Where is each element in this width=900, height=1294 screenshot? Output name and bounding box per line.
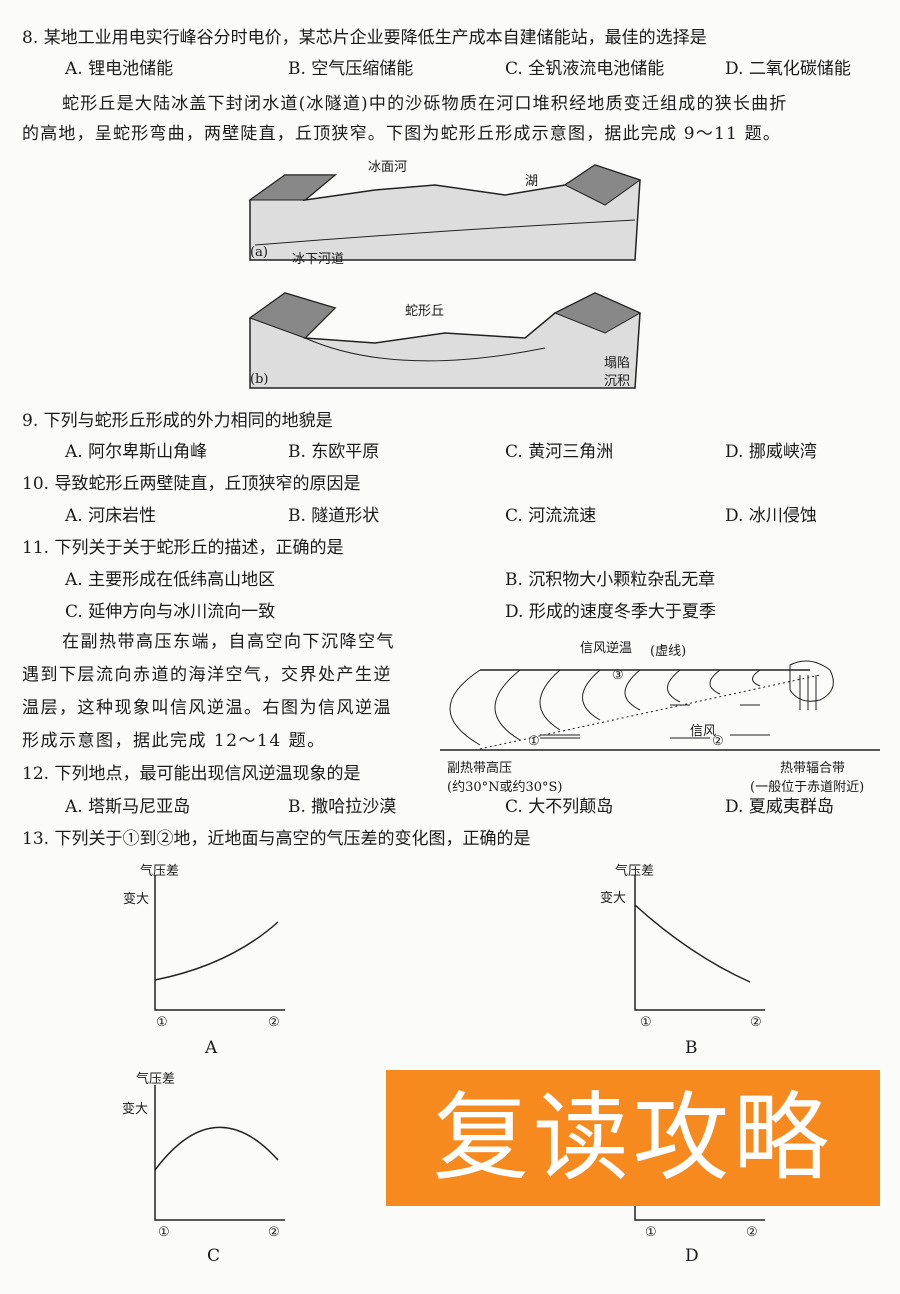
q9-stem: 9. 下列与蛇形丘形成的外力相同的地貌是: [22, 411, 333, 431]
graph-d-x2: ②: [746, 1225, 758, 1240]
passage2-line1: 在副热带高压东端，自高空向下沉降空气: [62, 632, 395, 652]
graph-b-label: B: [685, 1038, 698, 1058]
graph-d-label: D: [685, 1246, 699, 1266]
q11-option-a: A. 主要形成在低纬高山地区: [65, 570, 276, 590]
q11-stem: 11. 下列关于关于蛇形丘的描述，正确的是: [22, 538, 344, 558]
q11-option-b: B. 沉积物大小颗粒杂乱无章: [505, 570, 716, 590]
label-latitude: (约30°N或约30°S): [447, 780, 563, 795]
label-esker: 蛇形丘: [405, 304, 445, 319]
graph-c-tick: 变大: [122, 1102, 149, 1117]
label-equator: (一般位于赤道附近): [750, 780, 865, 795]
graph-c: [154, 1085, 285, 1221]
q12-option-c: C. 大不列颠岛: [505, 797, 614, 817]
q9-option-a: A. 阿尔卑斯山角峰: [65, 442, 208, 462]
graph-c-x1: ①: [158, 1225, 170, 1240]
esker-diagram-a: [248, 164, 642, 261]
q8-option-b: B. 空气压缩储能: [288, 59, 414, 79]
label-trade-inversion: 信风逆温: [580, 641, 633, 656]
q8-stem: 8. 某地工业用电实行峰谷分时电价，某芯片企业要降低生产成本自建储能站，最佳的选…: [22, 28, 707, 48]
q11-option-d: D. 形成的速度冬季大于夏季: [505, 602, 716, 622]
label-point-3: ③: [612, 668, 624, 683]
label-surface-river: 冰面河: [368, 160, 408, 175]
label-a: (a): [250, 245, 268, 260]
passage1-line1: 蛇形丘是大陆冰盖下封闭水道(冰隧道)中的沙砾物质在河口堆积经地质变迁组成的狭长曲…: [62, 94, 788, 114]
label-point-2: ②: [712, 734, 724, 749]
label-dashed: (虚线): [650, 644, 687, 659]
q12-option-a: A. 塔斯马尼亚岛: [65, 797, 191, 817]
q11-option-c: C. 延伸方向与冰川流向一致: [65, 602, 276, 622]
graph-d-x1: ①: [645, 1225, 657, 1240]
graph-c-x2: ②: [268, 1225, 280, 1240]
q8-option-c: C. 全钒液流电池储能: [505, 59, 665, 79]
label-subglacial-channel: 冰下河道: [292, 252, 345, 267]
q12-option-b: B. 撒哈拉沙漠: [288, 797, 397, 817]
label-trade-wind: 信风: [690, 724, 717, 739]
q13-stem: 13. 下列关于①到②地，近地面与高空的气压差的变化图，正确的是: [22, 829, 531, 849]
q9-option-d: D. 挪威峡湾: [725, 442, 817, 462]
label-collapse: 塌陷: [604, 356, 631, 371]
passage2-line4: 形成示意图，据此完成 12～14 题。: [22, 731, 326, 751]
q10-option-a: A. 河床岩性: [65, 506, 157, 526]
passage2-line2: 遇到下层流向赤道的海洋空气，交界处产生逆: [22, 665, 392, 685]
graph-c-label: C: [207, 1246, 221, 1266]
q10-stem: 10. 导致蛇形丘两壁陡直，丘顶狭窄的原因是: [22, 474, 361, 494]
graph-a-x2: ②: [268, 1015, 280, 1030]
graph-b: [634, 875, 765, 1011]
label-deposit: 沉积: [604, 374, 631, 389]
passage2-line3: 温层，这种现象叫信风逆温。右图为信风逆温: [22, 698, 392, 718]
label-b: (b): [250, 372, 269, 387]
graph-b-ylabel: 气压差: [615, 864, 655, 879]
graph-c-ylabel: 气压差: [136, 1072, 176, 1087]
q8-option-a: A. 锂电池储能: [65, 59, 174, 79]
graph-a-tick: 变大: [123, 892, 150, 907]
graph-a: [154, 875, 285, 1011]
trade-wind-inversion-diagram: [440, 660, 880, 751]
watermark-banner: 复读攻略: [386, 1070, 880, 1206]
graph-b-tick: 变大: [600, 891, 627, 906]
q9-option-c: C. 黄河三角洲: [505, 442, 614, 462]
q8-option-d: D. 二氧化碳储能: [725, 59, 851, 79]
graph-b-x1: ①: [640, 1015, 652, 1030]
graph-a-label: A: [205, 1038, 218, 1058]
label-lake: 湖: [525, 174, 539, 189]
q10-option-b: B. 隧道形状: [288, 506, 380, 526]
label-point-1: ①: [528, 734, 540, 749]
q10-option-d: D. 冰川侵蚀: [725, 506, 817, 526]
graph-a-ylabel: 气压差: [140, 864, 180, 879]
q10-option-c: C. 河流流速: [505, 506, 597, 526]
q12-option-d: D. 夏威夷群岛: [725, 797, 834, 817]
label-subtropical-high: 副热带高压: [447, 761, 513, 776]
passage1-line2: 的高地，呈蛇形弯曲，两壁陡直，丘顶狭窄。下图为蛇形丘形成示意图，据此完成 9～1…: [22, 124, 782, 144]
q12-stem: 12. 下列地点，最可能出现信风逆温现象的是: [22, 764, 361, 784]
q9-option-b: B. 东欧平原: [288, 442, 380, 462]
label-itcz: 热带辐合带: [780, 761, 846, 776]
graph-a-x1: ①: [156, 1015, 168, 1030]
graph-b-x2: ②: [750, 1015, 762, 1030]
esker-diagram-b: [248, 292, 642, 389]
